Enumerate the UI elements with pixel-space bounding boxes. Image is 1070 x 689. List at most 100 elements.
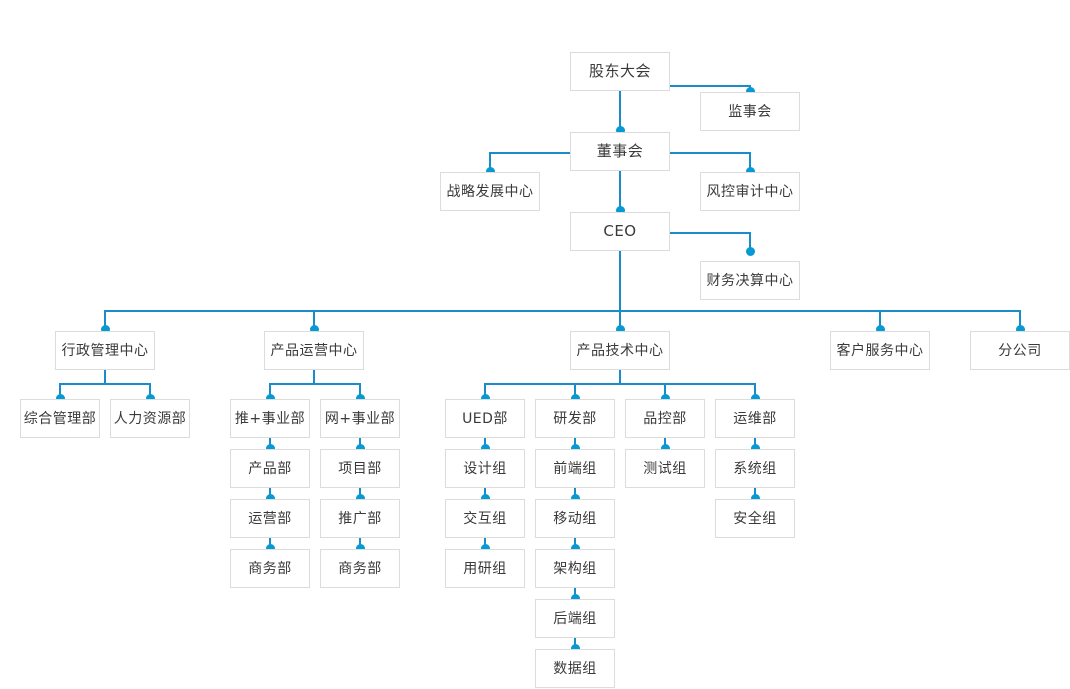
edge-dot-service <box>876 325 885 334</box>
edge-drop-service <box>879 310 881 332</box>
node-riskaudit[interactable]: 风控审计中心 <box>700 172 800 211</box>
node-tech-b5[interactable]: 后端组 <box>535 599 615 638</box>
edge-dot-tech-b5 <box>571 594 580 603</box>
node-ops-a4[interactable]: 商务部 <box>230 549 310 588</box>
edge-dot-ops-b2 <box>356 444 365 453</box>
edge-tech-a3-a4 <box>484 538 486 549</box>
edge-ops-b1-b2 <box>359 438 361 449</box>
edge-tech-a2-a3 <box>484 488 486 499</box>
edge-dot-tech-b3 <box>571 494 580 503</box>
edge-dot-tech-d <box>751 394 760 403</box>
node-ops-center[interactable]: 产品运营中心 <box>264 331 364 370</box>
edge-tech-drop-d <box>754 383 756 399</box>
node-tech-d3[interactable]: 安全组 <box>715 499 795 538</box>
edge-dot-tech-c <box>661 394 670 403</box>
edge-ops-b3-b4 <box>359 538 361 549</box>
node-tech-a2[interactable]: 设计组 <box>445 449 525 488</box>
edge-drop-tech <box>619 310 621 332</box>
edge-dot-ops-a <box>266 394 275 403</box>
edge-drop-admin <box>104 310 106 332</box>
edge-dot-board <box>616 126 625 135</box>
node-ops-b2[interactable]: 项目部 <box>320 449 400 488</box>
edge-tech-a1-a2 <box>484 438 486 449</box>
edge-dot-tech-a3 <box>481 494 490 503</box>
edge-tech-d2-d3 <box>754 488 756 499</box>
edge-dot-branch <box>1016 325 1025 334</box>
node-tech-d2[interactable]: 系统组 <box>715 449 795 488</box>
edge-board-ceo <box>619 171 621 213</box>
node-admin-2[interactable]: 人力资源部 <box>110 399 190 438</box>
edge-ops-b2-b3 <box>359 488 361 499</box>
edge-main-bus <box>105 310 1021 312</box>
node-tech-b3[interactable]: 移动组 <box>535 499 615 538</box>
edge-dot-tech-c2 <box>661 444 670 453</box>
edge-tech-drop-a <box>484 383 486 399</box>
edge-dot-supervisory <box>746 87 755 96</box>
edge-board-strategy-v <box>489 152 491 173</box>
node-tech-b2[interactable]: 前端组 <box>535 449 615 488</box>
edge-tech-drop-c <box>664 383 666 399</box>
node-tech-b1[interactable]: 研发部 <box>535 399 615 438</box>
edge-tech-d1-d2 <box>754 438 756 449</box>
node-board[interactable]: 董事会 <box>570 132 670 171</box>
edge-dot-tech-a2 <box>481 444 490 453</box>
node-ops-b3[interactable]: 推广部 <box>320 499 400 538</box>
edge-dot-tech-d3 <box>751 494 760 503</box>
node-ops-a1[interactable]: 推+事业部 <box>230 399 310 438</box>
edge-tech-b2-b3 <box>574 488 576 499</box>
edge-board-strategy-h <box>489 152 570 154</box>
node-shareholders[interactable]: 股东大会 <box>570 52 670 91</box>
edge-dot-ops-a4 <box>266 544 275 553</box>
edge-dot-tech <box>616 325 625 334</box>
edge-dot-tech-b6 <box>571 644 580 653</box>
edge-dot-ops-a2 <box>266 444 275 453</box>
edge-tech-b3-b4 <box>574 538 576 549</box>
edge-dot-tech-a <box>481 394 490 403</box>
node-supervisory[interactable]: 监事会 <box>700 92 800 131</box>
edge-board-riskaudit-v <box>749 152 751 173</box>
edge-tech-b1-b2 <box>574 438 576 449</box>
node-finance[interactable]: 财务决算中心 <box>700 261 800 300</box>
edge-dot-admin-1 <box>56 394 65 403</box>
edge-drop-ops <box>313 310 315 332</box>
node-admin-center[interactable]: 行政管理中心 <box>55 331 155 370</box>
edge-dot-riskaudit <box>746 167 755 176</box>
edge-dot-ops <box>310 325 319 334</box>
edge-ops-a2-a3 <box>269 488 271 499</box>
node-tech-a4[interactable]: 用研组 <box>445 549 525 588</box>
edge-dot-ops-b <box>356 394 365 403</box>
edge-dot-admin <box>101 325 110 334</box>
node-tech-c2[interactable]: 测试组 <box>625 449 705 488</box>
node-admin-1[interactable]: 综合管理部 <box>20 399 100 438</box>
edge-admin-drop-2 <box>149 383 151 399</box>
node-ops-a2[interactable]: 产品部 <box>230 449 310 488</box>
node-branch[interactable]: 分公司 <box>970 331 1070 370</box>
edge-tech-bus <box>484 383 755 385</box>
edge-dot-admin-2 <box>146 394 155 403</box>
node-tech-b4[interactable]: 架构组 <box>535 549 615 588</box>
edge-tech-stem <box>619 370 621 383</box>
edge-admin-stem <box>104 370 106 383</box>
edge-ops-bus <box>269 383 360 385</box>
edge-dot-finance <box>746 247 755 256</box>
edge-ops-a1-a2 <box>269 438 271 449</box>
node-service-center[interactable]: 客户服务中心 <box>830 331 930 370</box>
edge-dot-ops-a3 <box>266 494 275 503</box>
node-tech-center[interactable]: 产品技术中心 <box>570 331 670 370</box>
edge-admin-bus <box>59 383 150 385</box>
node-tech-a1[interactable]: UED部 <box>445 399 525 438</box>
node-tech-d1[interactable]: 运维部 <box>715 399 795 438</box>
node-ops-b4[interactable]: 商务部 <box>320 549 400 588</box>
node-tech-a3[interactable]: 交互组 <box>445 499 525 538</box>
edge-dot-tech-b2 <box>571 444 580 453</box>
node-tech-c1[interactable]: 品控部 <box>625 399 705 438</box>
node-strategy[interactable]: 战略发展中心 <box>440 172 540 211</box>
node-ops-a3[interactable]: 运营部 <box>230 499 310 538</box>
edge-dot-tech-d2 <box>751 444 760 453</box>
node-ceo[interactable]: CEO <box>570 212 670 251</box>
node-ops-b1[interactable]: 网+事业部 <box>320 399 400 438</box>
edge-board-riskaudit-h <box>670 152 750 154</box>
edge-admin-drop-1 <box>59 383 61 399</box>
node-tech-b6[interactable]: 数据组 <box>535 649 615 688</box>
